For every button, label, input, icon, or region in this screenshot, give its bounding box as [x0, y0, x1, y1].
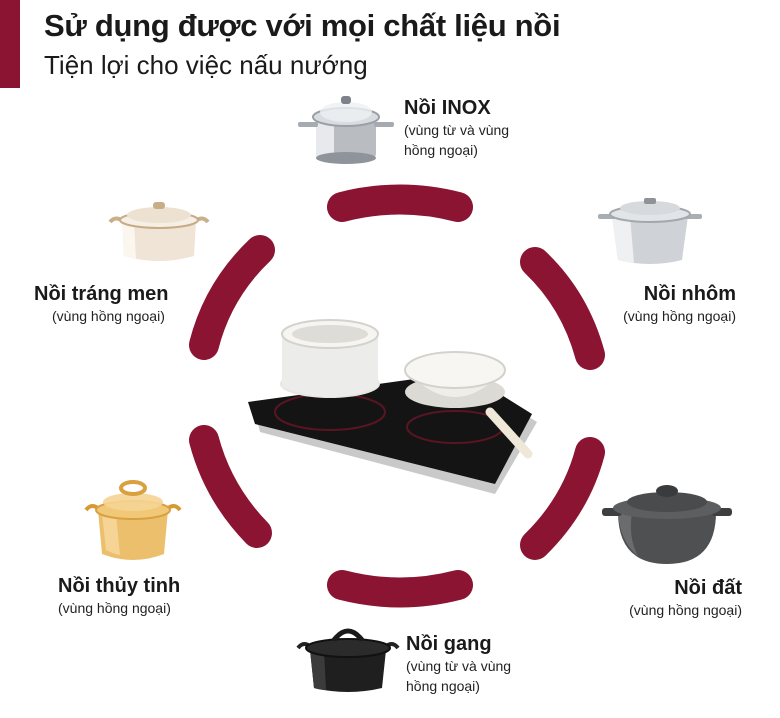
aluminium-pot-icon: [598, 198, 702, 264]
pot-label-inox: Nồi INOX (vùng từ và vùng hồng ngoại): [404, 96, 509, 160]
pot-note: (vùng từ và vùng: [406, 658, 512, 674]
pot-name: Nồi đất: [674, 577, 742, 599]
page-subtitle: Tiện lợi cho việc nấu nướng: [44, 50, 368, 80]
pot-note: (vùng hồng ngoại): [52, 308, 165, 324]
pot-note: (vùng từ và vùng: [404, 122, 510, 138]
pot-note: (vùng hồng ngoại): [58, 600, 171, 616]
arc-top: [327, 184, 473, 222]
pot-note: (vùng hồng ngoại): [629, 602, 742, 618]
accent-bar: [0, 0, 20, 88]
arc-upper-left: [189, 235, 275, 360]
glass-pot-icon: [84, 480, 182, 560]
pot-note: hồng ngoại): [404, 142, 478, 158]
arc-bottom: [327, 570, 473, 608]
pot-name: Nồi gang: [406, 633, 492, 655]
clay-pot-icon: [602, 485, 732, 564]
pot-name: Nồi thủy tinh: [58, 575, 181, 597]
pot-label-trang-men: Nồi tráng men (vùng hồng ngoại): [34, 282, 168, 326]
arc-upper-right: [520, 247, 605, 370]
pot-label-thuy-tinh: Nồi thủy tinh (vùng hồng ngoại): [58, 574, 180, 618]
pot-note: hồng ngoại): [406, 678, 480, 694]
pot-label-dat: Nồi đất (vùng hồng ngoại): [606, 576, 742, 620]
pot-note: (vùng hồng ngoại): [623, 308, 736, 324]
pot-label-gang: Nồi gang (vùng từ và vùng hồng ngoại): [406, 632, 511, 696]
pot-name: Nồi tráng men: [34, 283, 169, 305]
arc-lower-left: [189, 425, 272, 548]
arc-lower-right: [520, 437, 605, 560]
page-title: Sử dụng được với mọi chất liệu nồi: [44, 8, 561, 43]
pot-name: Nồi INOX: [404, 97, 491, 119]
double-burner-cooktop-icon: [248, 319, 537, 494]
enamel-pot-icon: [108, 202, 210, 261]
stainless-steel-pot-icon: [298, 96, 394, 164]
cast-iron-pot-icon: [296, 628, 400, 692]
pot-label-nhom: Nồi nhôm (vùng hồng ngoại): [606, 282, 736, 326]
pot-name: Nồi nhôm: [643, 283, 736, 305]
